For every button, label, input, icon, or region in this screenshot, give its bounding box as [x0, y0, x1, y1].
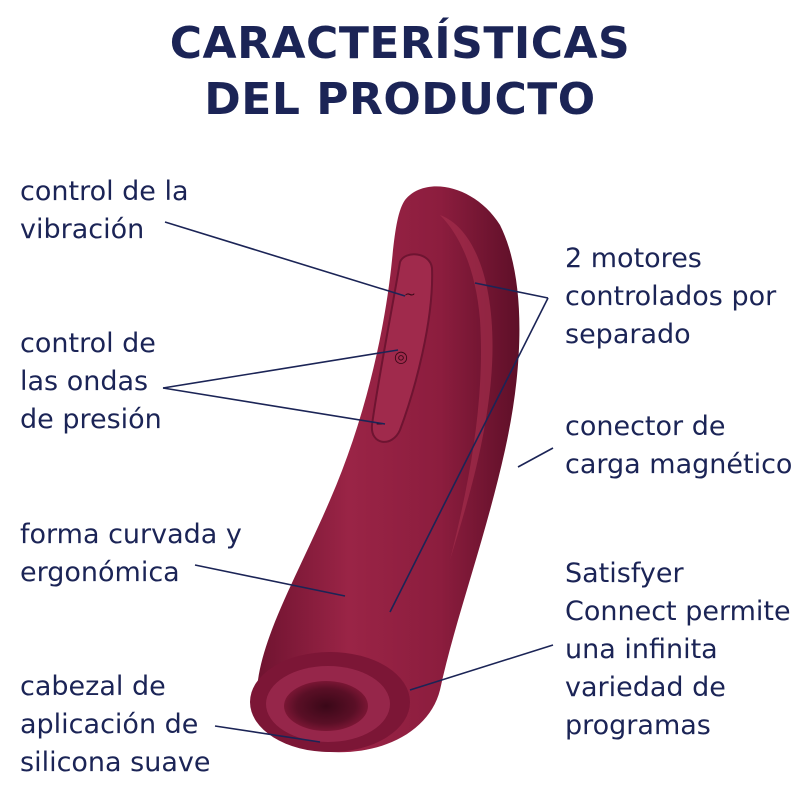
page-title-line-2: DEL PRODUCTO: [204, 74, 596, 125]
product-body: [256, 186, 520, 753]
label-pressure-wave-control: control de las ondas de presión: [20, 328, 162, 435]
silicone-head-opening: [284, 681, 368, 731]
label-app-connect: Satisfyer Connect permite una infinita v…: [565, 558, 791, 741]
product-highlight: [440, 215, 493, 560]
pressure-wave-button-icon[interactable]: ◎: [394, 347, 408, 366]
vibration-button-icon[interactable]: ~: [404, 287, 416, 303]
label-magnetic-charger: conector de carga magnético: [565, 411, 793, 480]
leader-lines: [162, 221, 554, 743]
label-two-motors: 2 motores controlados por separado: [565, 243, 777, 350]
control-panel: [370, 253, 434, 443]
page-title-line-1: CARACTERÍSTICAS: [169, 18, 631, 69]
label-silicone-head: cabezal de aplicación de silicona suave: [20, 671, 211, 778]
label-vibration-control: control de la vibración: [20, 176, 189, 245]
minus-button-icon[interactable]: –: [376, 416, 383, 432]
label-curved-shape: forma curvada y ergonómica: [20, 519, 242, 588]
